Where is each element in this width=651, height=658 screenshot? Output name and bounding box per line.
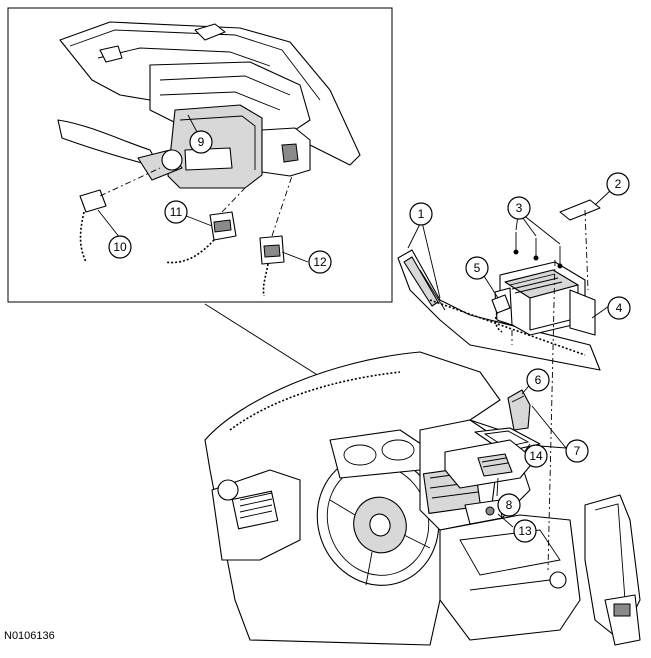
callout-12: 12	[308, 250, 332, 274]
svg-text:8: 8	[506, 498, 513, 512]
svg-text:11: 11	[170, 205, 183, 219]
callout-7: 7	[565, 439, 589, 463]
bracket-2	[559, 199, 601, 221]
svg-text:6: 6	[535, 373, 542, 387]
svg-text:13: 13	[518, 524, 532, 538]
figure-id-label: N0106136	[4, 630, 55, 642]
svg-text:10: 10	[113, 240, 127, 254]
callout-11: 11	[164, 200, 188, 224]
trim-bezel-1	[397, 249, 601, 371]
callout-3: 3	[507, 196, 531, 220]
callout-5: 5	[465, 256, 489, 280]
display-module-4	[494, 261, 596, 336]
svg-text:9: 9	[198, 135, 205, 149]
callout-4: 4	[607, 296, 631, 320]
svg-text:2: 2	[615, 177, 622, 191]
svg-text:3: 3	[516, 201, 523, 215]
svg-text:7: 7	[574, 444, 581, 458]
callout-14: 14	[524, 444, 548, 468]
callout-1: 1	[409, 202, 433, 226]
connector-5	[491, 294, 511, 314]
callout-6: 6	[526, 368, 550, 392]
svg-text:5: 5	[474, 261, 481, 275]
screws-3	[513, 232, 563, 269]
knob-6	[507, 389, 531, 431]
svg-text:4: 4	[616, 301, 623, 315]
callout-9: 9	[189, 130, 213, 154]
trim-panel-8	[444, 439, 536, 489]
callout-2: 2	[606, 172, 630, 196]
svg-text:12: 12	[313, 255, 327, 269]
instrument-panel	[204, 351, 641, 646]
callout-8: 8	[497, 493, 521, 517]
callout-10: 10	[108, 235, 132, 259]
svg-text:1: 1	[418, 207, 425, 221]
callout-13: 13	[513, 519, 537, 543]
svg-text:14: 14	[529, 449, 543, 463]
detail-inset	[7, 7, 393, 303]
